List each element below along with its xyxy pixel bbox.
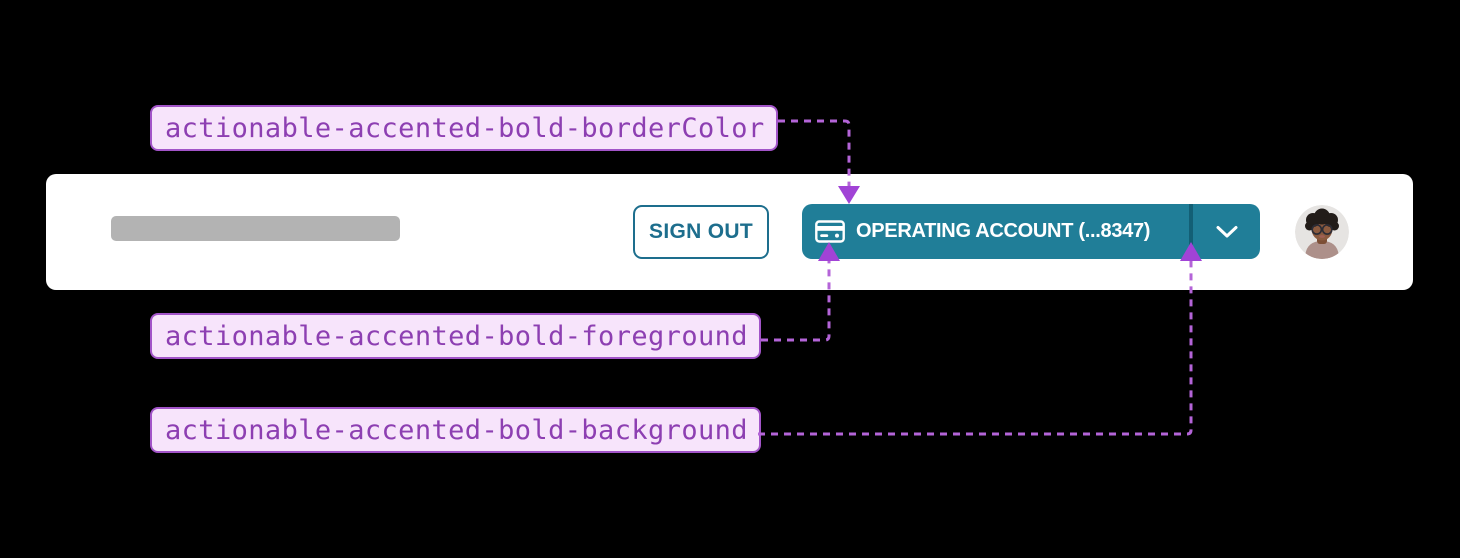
- token-label-background: actionable-accented-bold-background: [150, 407, 761, 453]
- user-avatar-image: [1295, 205, 1349, 259]
- header-bar: SIGN OUT OPERATING ACCOUNT (...8347): [46, 174, 1413, 290]
- token-label-background-text: actionable-accented-bold-background: [165, 414, 748, 446]
- account-selector-main[interactable]: OPERATING ACCOUNT (...8347): [802, 204, 1189, 259]
- redacted-text-placeholder: [111, 216, 400, 241]
- account-selector-button[interactable]: OPERATING ACCOUNT (...8347): [802, 204, 1260, 259]
- account-selector-dropdown-toggle[interactable]: [1193, 204, 1260, 259]
- token-label-foreground-text: actionable-accented-bold-foreground: [165, 320, 748, 352]
- account-selector-label: OPERATING ACCOUNT (...8347): [856, 220, 1151, 242]
- sign-out-button[interactable]: SIGN OUT: [633, 205, 769, 259]
- account-selector-divider: [1189, 204, 1193, 259]
- token-label-bordercolor: actionable-accented-bold-borderColor: [150, 105, 778, 151]
- token-label-foreground: actionable-accented-bold-foreground: [150, 313, 761, 359]
- credit-card-icon: [815, 220, 845, 243]
- chevron-down-icon: [1216, 225, 1237, 237]
- sign-out-button-label: SIGN OUT: [649, 220, 753, 243]
- token-label-bordercolor-text: actionable-accented-bold-borderColor: [165, 112, 765, 144]
- user-avatar[interactable]: [1295, 205, 1349, 259]
